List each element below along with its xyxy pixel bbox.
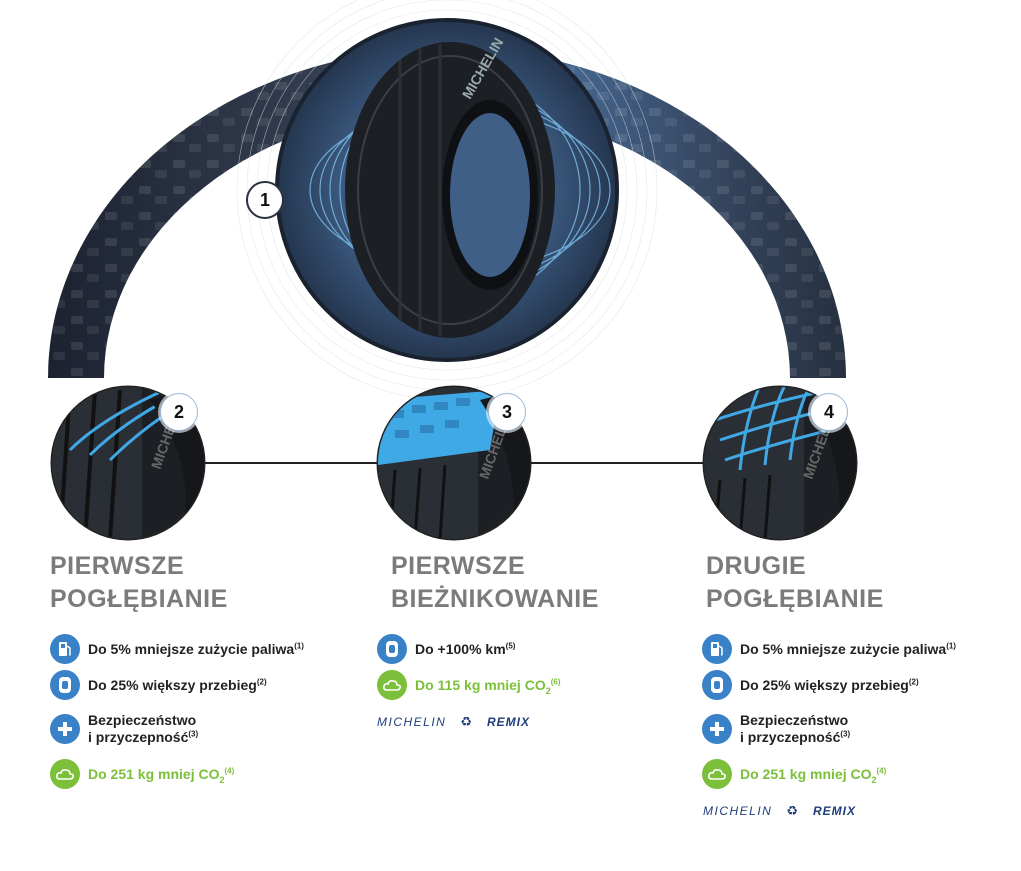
stage2-number-badge: 2 (160, 393, 198, 431)
michelin-wordmark: MICHELIN (703, 804, 773, 818)
remix-wordmark: REMIX (813, 804, 857, 818)
stage4-benefit-mileage: Do 25% większy przebieg(2) (702, 670, 919, 700)
recycle-icon: ♻ (786, 803, 799, 818)
stage4-benefit-co2-ref: (4) (876, 765, 887, 775)
stage3-benefit-km-text: Do +100% km (415, 640, 506, 657)
stage3-title-line2: BIEŻNIKOWANIE (391, 585, 599, 613)
stage2-benefit-safety: Bezpieczeństwo i przyczepność(3) (50, 712, 198, 746)
tire-icon (377, 634, 407, 664)
co2-cloud-icon (50, 759, 80, 789)
stage2-benefit-co2-sub: 2 (219, 774, 225, 785)
stage4-number-badge: 4 (810, 393, 848, 431)
new-tire-image: MICHELIN (275, 18, 619, 362)
stage1-number-badge: 1 (246, 181, 284, 219)
new-tire-label-line1: OPONA (158, 240, 232, 261)
remix-wordmark: REMIX (487, 715, 531, 729)
stage3-number-badge: 3 (488, 393, 526, 431)
stage3-benefit-km: Do +100% km(5) (377, 634, 515, 664)
stage4-benefit-co2-text: Do 251 kg mniej CO (740, 765, 872, 782)
co2-cloud-icon (702, 759, 732, 789)
stage2-title: PIERWSZE POGŁĘBIANIE (50, 550, 228, 616)
tire-icon (50, 670, 80, 700)
stage4-benefit-co2-sub: 2 (871, 774, 877, 785)
stage4-benefit-safety-line2: i przyczepność (740, 729, 841, 745)
stage2-benefit-mileage-ref: (2) (256, 676, 267, 686)
stage2-benefit-safety-line2: i przyczepność (88, 729, 189, 745)
plus-cross-icon (50, 714, 80, 744)
stage2-benefit-co2-text: Do 251 kg mniej CO (88, 765, 220, 782)
new-tire-label: OPONA NOWA (140, 238, 250, 288)
stage2-benefit-co2-ref: (4) (224, 765, 235, 775)
stage2-benefit-safety-ref: (3) (188, 729, 199, 739)
stage3-title-line1: PIERWSZE (391, 552, 526, 580)
fuel-pump-icon (702, 634, 732, 664)
stage2-title-line2: POGŁĘBIANIE (50, 585, 228, 613)
stage3-benefit-co2-ref: (6) (550, 676, 561, 686)
fuel-pump-icon (50, 634, 80, 664)
stage4-title-line1: DRUGIE (706, 552, 807, 580)
stage3-benefit-co2: Do 115 kg mniej CO2(6) (377, 670, 561, 700)
stage4-benefit-fuel: Do 5% mniejsze zużycie paliwa(1) (702, 634, 956, 664)
stage4-benefit-fuel-ref: (1) (946, 640, 956, 650)
stage2-benefit-fuel-ref: (1) (294, 640, 304, 650)
stage4-benefit-mileage-ref: (2) (908, 676, 919, 686)
stage4-title: DRUGIE POGŁĘBIANIE (706, 550, 884, 616)
recycle-icon: ♻ (460, 714, 473, 729)
plus-cross-icon (702, 714, 732, 744)
michelin-wordmark: MICHELIN (377, 715, 447, 729)
stage2-benefit-mileage-text: Do 25% większy przebieg (88, 676, 257, 693)
tire-icon (702, 670, 732, 700)
stage4-benefit-fuel-text: Do 5% mniejsze zużycie paliwa (740, 640, 947, 657)
stage2-benefit-fuel: Do 5% mniejsze zużycie paliwa(1) (50, 634, 304, 664)
stage2-benefit-safety-line1: Bezpieczeństwo (88, 712, 197, 728)
stage2-benefit-co2: Do 251 kg mniej CO2(4) (50, 759, 234, 789)
stage2-benefit-fuel-text: Do 5% mniejsze zużycie paliwa (88, 640, 295, 657)
stage4-benefit-safety-line1: Bezpieczeństwo (740, 712, 849, 728)
new-tire-label-line2: NOWA (164, 265, 226, 286)
stage2-title-line1: PIERWSZE (50, 552, 185, 580)
stage3-title: PIERWSZE BIEŻNIKOWANIE (391, 550, 599, 616)
stage2-benefit-mileage: Do 25% większy przebieg(2) (50, 670, 267, 700)
stage3-benefit-co2-text: Do 115 kg mniej CO (415, 676, 546, 693)
stage3-benefit-co2-sub: 2 (545, 685, 551, 696)
stage3-michelin-remix-logo: MICHELIN ♻ REMIX (377, 714, 530, 730)
stage4-title-line2: POGŁĘBIANIE (706, 585, 884, 613)
stage4-benefit-mileage-text: Do 25% większy przebieg (740, 676, 909, 693)
stage4-michelin-remix-logo: MICHELIN ♻ REMIX (703, 803, 856, 819)
co2-cloud-icon (377, 670, 407, 700)
stage4-benefit-co2: Do 251 kg mniej CO2(4) (702, 759, 886, 789)
stage4-benefit-safety: Bezpieczeństwo i przyczepność(3) (702, 712, 850, 746)
stage3-benefit-km-ref: (5) (505, 640, 516, 650)
stage4-benefit-safety-ref: (3) (840, 729, 851, 739)
